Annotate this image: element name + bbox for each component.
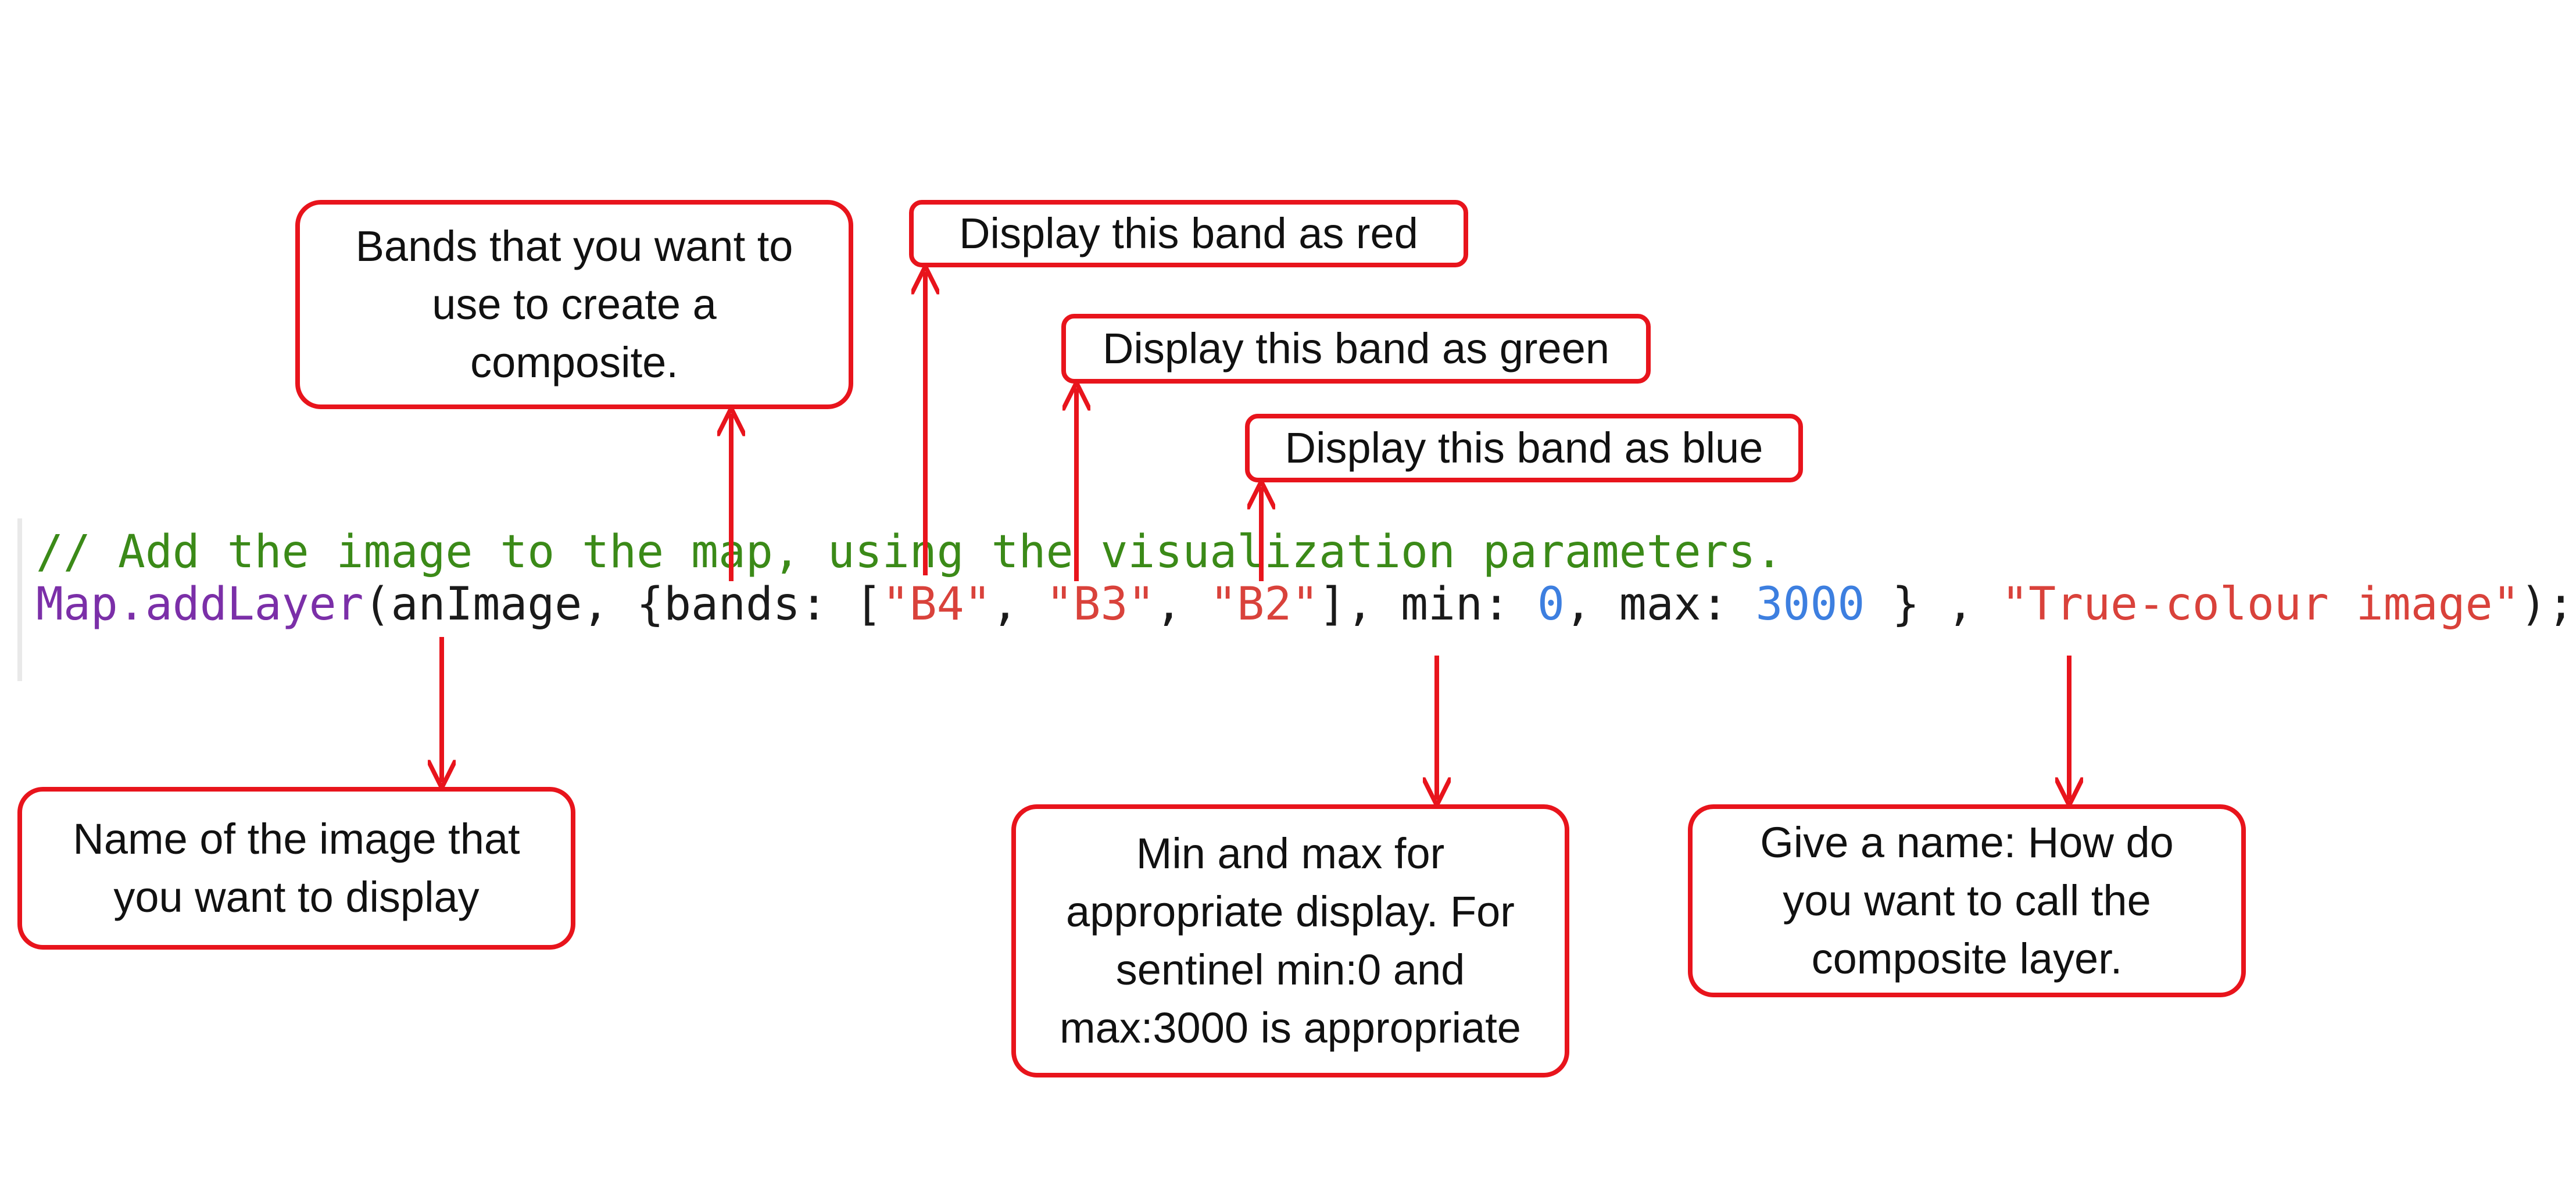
code-token: );	[2520, 578, 2575, 631]
code-token: 3000	[1755, 578, 1865, 631]
callout-bands: Bands that you want to use to create a c…	[295, 200, 853, 409]
code-token: ,	[1155, 578, 1210, 631]
callout-blue-band: Display this band as blue	[1245, 414, 1803, 482]
code-comment: // Add the image to the map, using the v…	[36, 526, 1783, 578]
callout-green-band: Display this band as green	[1061, 314, 1651, 384]
code-token: , max:	[1564, 578, 1756, 631]
code-token: } ,	[1865, 578, 2002, 631]
code-gutter	[17, 518, 22, 681]
callout-green-band-text: Display this band as green	[1102, 324, 1610, 373]
code-token: 0	[1537, 578, 1565, 631]
callout-red-band: Display this band as red	[909, 200, 1468, 267]
code-token: (anImage, {bands: [	[363, 578, 882, 631]
code-comment-line: // Add the image to the map, using the v…	[36, 526, 1783, 578]
callout-blue-band-text: Display this band as blue	[1285, 424, 1763, 472]
code-statement-line: Map.addLayer(anImage, {bands: ["B4", "B3…	[36, 578, 2574, 631]
code-token: "B2"	[1210, 578, 1319, 631]
callout-min-max-text: Min and max for appropriate display. For…	[1060, 829, 1521, 1052]
callout-image-name: Name of the image that you want to displ…	[17, 787, 575, 950]
code-token: Map.addLayer	[36, 578, 364, 631]
code-token: ], min:	[1319, 578, 1537, 631]
code-token: ,	[991, 578, 1046, 631]
code-token: "B4"	[882, 578, 992, 631]
callout-bands-text: Bands that you want to use to create a c…	[355, 222, 793, 386]
callout-layer-name-text: Give a name: How do you want to call the…	[1760, 818, 2174, 983]
callout-image-name-text: Name of the image that you want to displ…	[73, 815, 520, 921]
code-token: "B3"	[1046, 578, 1155, 631]
callout-layer-name: Give a name: How do you want to call the…	[1688, 804, 2246, 997]
callout-red-band-text: Display this band as red	[959, 209, 1418, 257]
code-token: "True-colour image"	[2001, 578, 2520, 631]
callout-min-max: Min and max for appropriate display. For…	[1011, 804, 1569, 1077]
